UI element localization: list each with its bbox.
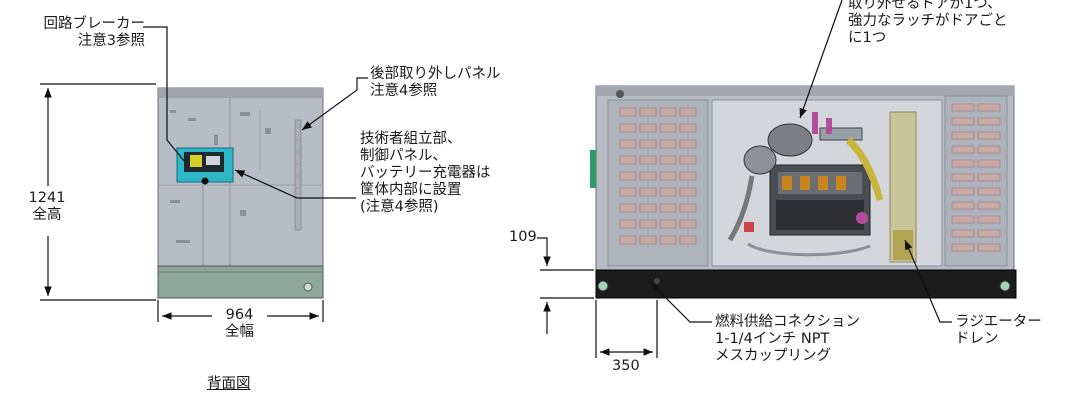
offset-dimension xyxy=(595,300,658,358)
side-base xyxy=(595,269,1017,299)
side-leaders xyxy=(649,0,952,323)
internals-label: 技術者組立部、 制御パネル、 バッテリー充電器は 筐体内部に設置 (注意4参照) xyxy=(360,131,491,215)
door-label: 取り外せるドアが1つ、 強力なラッチがドアごと に1つ xyxy=(848,0,1008,46)
height-label: 1241 全高 xyxy=(28,190,66,223)
offset-label: 350 xyxy=(612,358,640,374)
base-height-label: 109 xyxy=(509,229,537,245)
breaker-label: 回路ブレーカー 注意3参照 xyxy=(43,16,146,49)
height-dimension xyxy=(40,83,156,301)
control-panel-box xyxy=(176,147,234,185)
engine-assembly xyxy=(711,99,943,267)
fuel-connection-label: 燃料供給コネクション 1-1/4インチ NPT メスカップリング xyxy=(715,314,860,364)
width-label: 964 全幅 xyxy=(225,307,254,340)
radiator-drain-label: ラジエーター ドレン xyxy=(955,314,1042,347)
rear-leaders xyxy=(143,26,368,199)
width-dimension xyxy=(157,300,324,322)
rear-bottom-panel xyxy=(157,265,324,299)
rear-view-caption: 背面図 xyxy=(207,376,251,392)
rear-panel-label: 後部取り外しパネル 注意4参照 xyxy=(370,66,501,99)
base-height-dimension xyxy=(537,237,594,334)
